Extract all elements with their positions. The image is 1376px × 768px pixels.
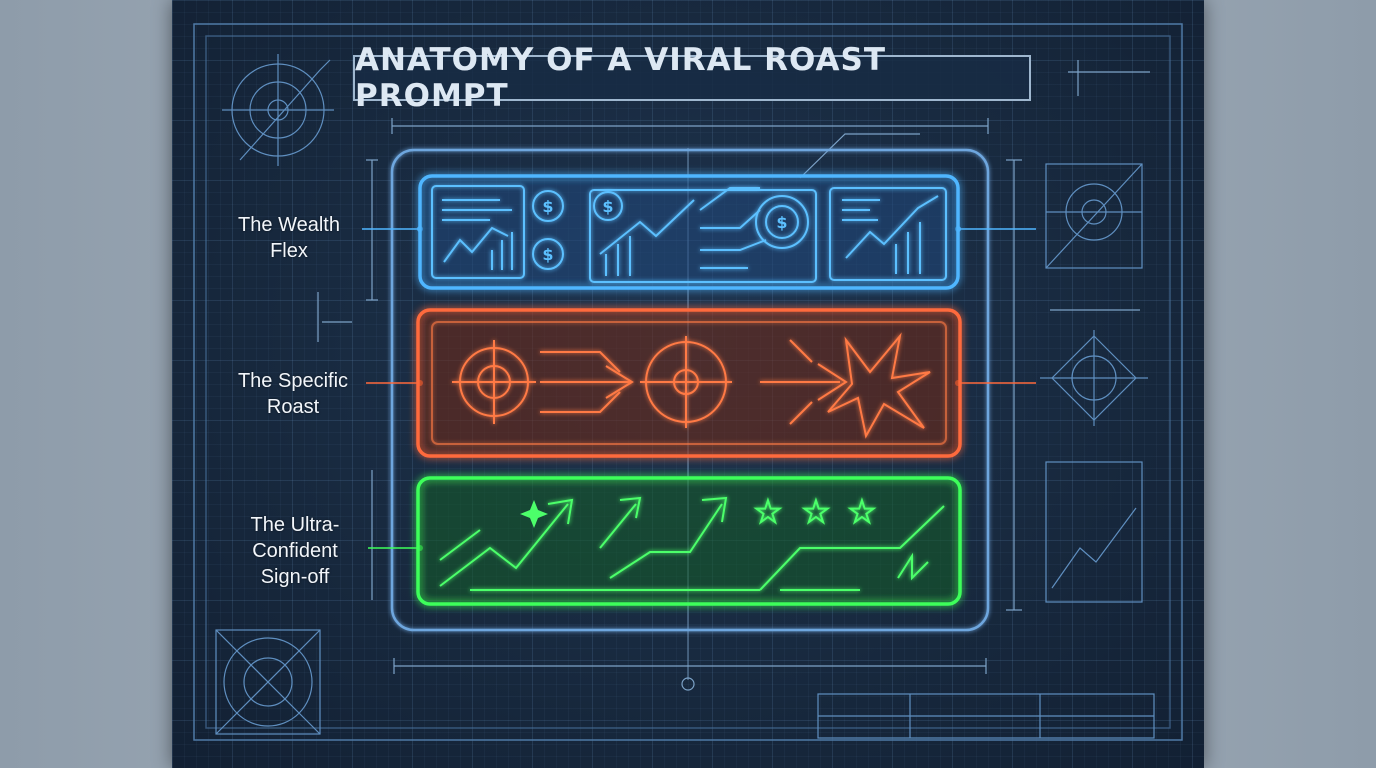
sparkle-icon <box>520 500 548 528</box>
dollar-coin-icon <box>532 238 564 270</box>
star-icon: ★ <box>755 495 782 530</box>
label-line: Confident <box>252 540 338 562</box>
label-line: Sign-off <box>260 566 330 588</box>
label-line: The Wealth <box>238 214 340 236</box>
wealth-flex-panel: $ $ $ $ <box>418 174 960 290</box>
label-line: The Ultra- <box>250 514 340 536</box>
dollar-symbol: $ <box>542 245 553 264</box>
panels-frame <box>390 148 990 632</box>
burst-icon <box>827 332 931 439</box>
title-box: ANATOMY OF A VIRAL ROAST PROMPT <box>353 42 1031 114</box>
star-icon: ★ <box>849 495 876 530</box>
label-ultra-confident: The Ultra- Confident Sign-off <box>220 512 370 590</box>
label-wealth-flex: The Wealth Flex <box>214 212 364 264</box>
trend-up-icon <box>845 195 939 259</box>
dollar-symbol: $ <box>776 213 787 232</box>
dollar-coin-icon <box>765 205 799 239</box>
corner-schematics <box>215 54 1155 739</box>
arrow-icon <box>540 351 621 373</box>
circuit-trace-icon <box>700 239 767 251</box>
label-line: Roast <box>266 396 320 418</box>
sheet-frame <box>193 23 1183 741</box>
star-icon: ★ <box>803 495 830 530</box>
trend-up-icon <box>443 226 509 263</box>
rising-arrow-icon <box>609 503 723 579</box>
dollar-coin-icon <box>532 190 564 222</box>
dollar-coin-icon <box>593 191 623 221</box>
rising-arrow-icon <box>439 503 569 587</box>
label-line: Flex <box>270 240 308 262</box>
dashboard-icon <box>431 185 525 279</box>
page-title: ANATOMY OF A VIRAL ROAST PROMPT <box>355 42 887 114</box>
label-line: The Specific <box>237 370 349 392</box>
arrow-icon <box>817 363 848 401</box>
dollar-symbol: $ <box>602 197 613 216</box>
ultra-confident-panel: ★ ★ ★ <box>416 476 962 606</box>
dollar-symbol: $ <box>542 197 553 216</box>
label-specific-roast: The Specific Roast <box>214 368 372 420</box>
specific-roast-panel <box>416 308 962 458</box>
